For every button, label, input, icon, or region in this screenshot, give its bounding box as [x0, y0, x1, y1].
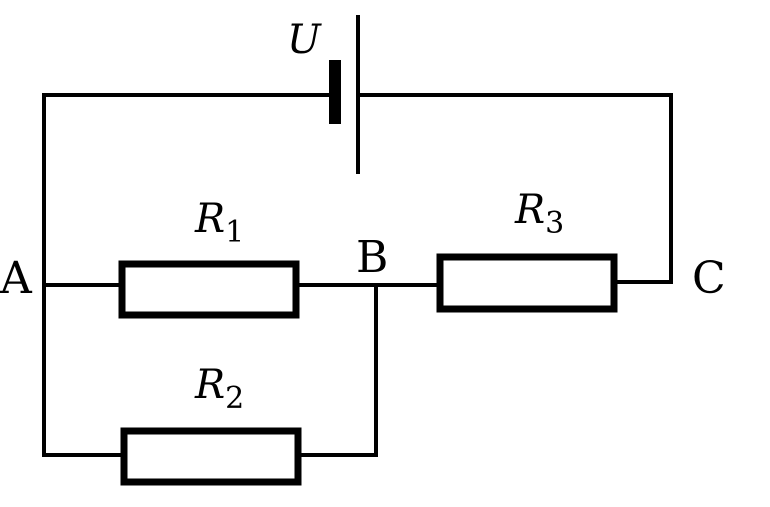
resistor-r3	[436, 253, 618, 313]
r2-label: R2	[194, 362, 244, 416]
wire-top-right	[356, 93, 673, 284]
resistor-r2	[120, 427, 302, 486]
r2-index: 2	[225, 381, 244, 416]
r3-symbol: R	[514, 187, 545, 233]
r3-index: 3	[545, 206, 564, 241]
r2-symbol: R	[194, 362, 225, 408]
wire-r2-to-b	[296, 283, 378, 457]
r1-symbol: R	[194, 196, 225, 242]
node-c-label: C	[692, 253, 726, 304]
r1-index: 1	[225, 215, 244, 250]
r1-label: R1	[194, 196, 244, 250]
node-a-label: A	[0, 253, 33, 304]
resistor-r1	[118, 260, 300, 319]
source-label: U	[287, 17, 322, 63]
node-b-label: B	[356, 232, 388, 283]
r3-label: R3	[514, 187, 564, 241]
